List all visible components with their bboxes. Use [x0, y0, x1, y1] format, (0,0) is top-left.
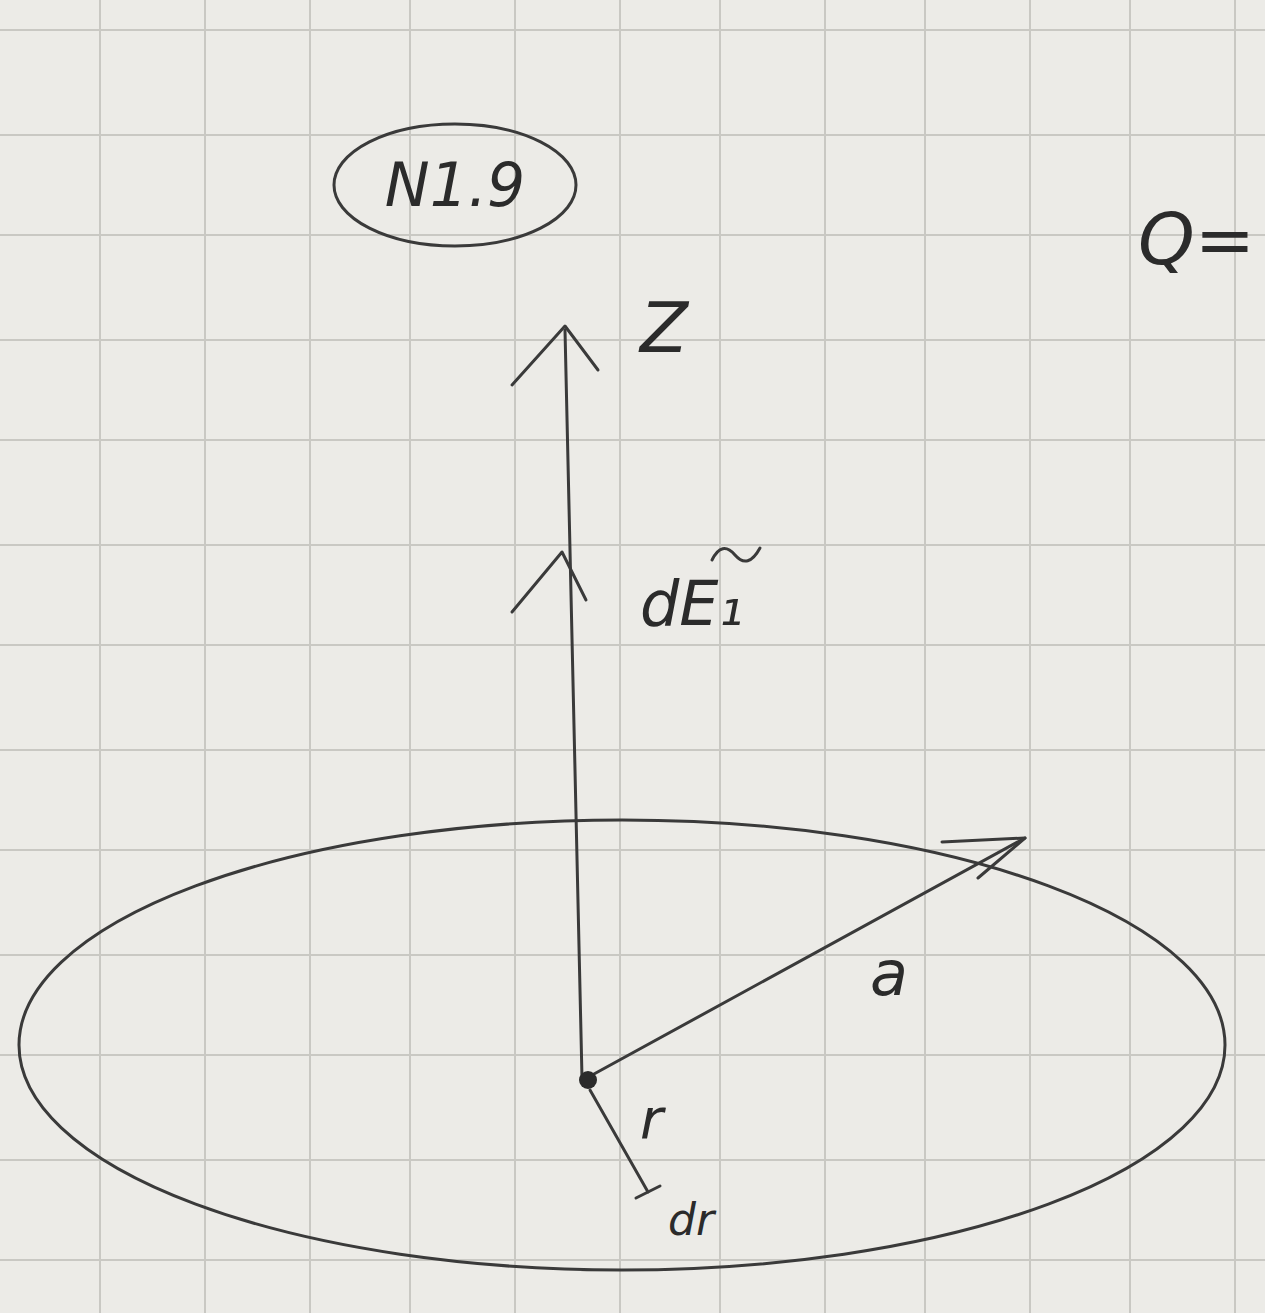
sketch-label: dr: [668, 1196, 714, 1244]
sketch-label: Q=: [1138, 200, 1255, 279]
field-arrowhead: [512, 552, 586, 612]
radius-arrowhead: [942, 838, 1025, 878]
z-axis: [565, 330, 582, 1078]
tick-mark: [636, 1186, 660, 1198]
radius-arrow: [594, 838, 1025, 1074]
sketch-label: a: [870, 940, 908, 1008]
charged-disk: [19, 820, 1225, 1270]
center-dot: [579, 1071, 597, 1089]
circle-outline: [334, 124, 576, 246]
problem-number: N1.9: [385, 152, 525, 218]
vector-mark: [712, 548, 760, 561]
problem-number-circle: N1.9: [331, 121, 579, 249]
sketch-label: Z: [640, 290, 688, 367]
ring-radius-line: [590, 1090, 648, 1192]
sketch-label: r: [640, 1088, 663, 1150]
sketch-label: dE₁: [640, 570, 743, 638]
axis-arrowhead: [512, 326, 598, 385]
